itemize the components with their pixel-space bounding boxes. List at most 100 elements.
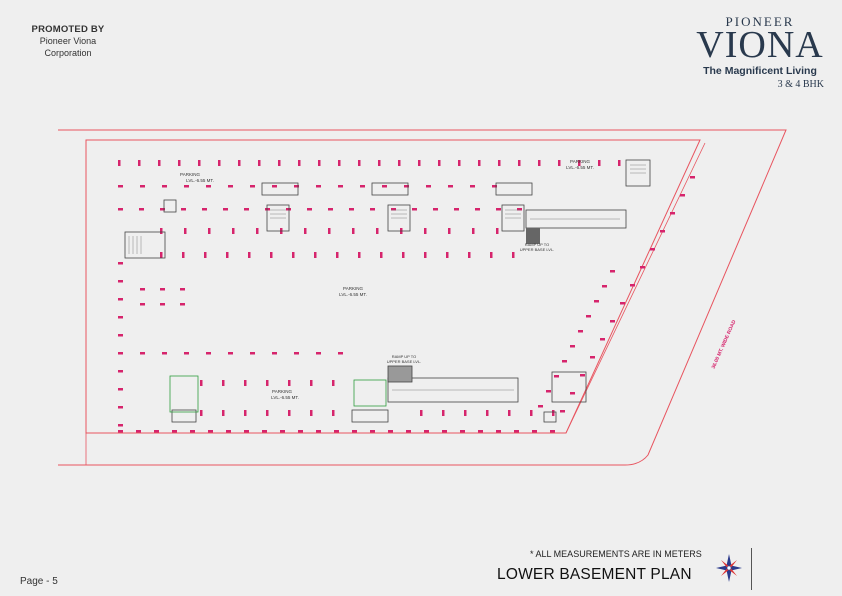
- parking-stall-mark: [598, 160, 601, 166]
- parking-stall-mark: [602, 285, 607, 288]
- parking-stall-mark: [158, 160, 161, 166]
- parking-stall-mark: [560, 410, 565, 413]
- plan-title: LOWER BASEMENT PLAN: [497, 566, 692, 583]
- parking-stall-mark: [518, 160, 521, 166]
- parking-stall-mark: [139, 208, 144, 211]
- staircase-core-2: [387, 204, 411, 232]
- parking-stall-mark: [204, 252, 207, 258]
- parking-stall-mark: [118, 208, 123, 211]
- parking-stall-mark: [244, 430, 249, 433]
- staircase-west: [124, 231, 166, 259]
- parking-stall-mark: [424, 252, 427, 258]
- parking-stall-mark: [160, 228, 163, 234]
- parking-stall-mark: [294, 185, 299, 188]
- plan-labels: PARKING LVL.-6.55 MT. PARKING LVL.-6.55 …: [180, 159, 594, 400]
- parking-stall-mark: [382, 185, 387, 188]
- parking-stall-mark: [256, 228, 259, 234]
- parking-stall-mark: [370, 208, 375, 211]
- parking-stall-mark: [226, 252, 229, 258]
- stair-hatching: [128, 164, 646, 391]
- parking-stall-mark: [118, 280, 123, 283]
- staircase-northeast: [625, 159, 651, 187]
- ramp-label-south-line2: UPPER BASE LVL.: [387, 359, 422, 364]
- parking-stall-mark: [336, 252, 339, 258]
- parking-stall-mark: [532, 430, 537, 433]
- parking-stall-mark: [228, 352, 233, 355]
- ramp-label-north-line2: UPPER BASE LVL.: [520, 247, 555, 252]
- parking-stall-mark: [590, 356, 595, 359]
- parking-stall-mark: [181, 208, 186, 211]
- parking-stall-mark: [198, 160, 201, 166]
- parking-marks: [118, 160, 695, 433]
- parking-stall-mark: [650, 248, 655, 251]
- green-core-south-2: [353, 379, 387, 407]
- parking-stall-mark: [460, 430, 465, 433]
- brand-name: VIONA: [696, 24, 824, 66]
- parking-stall-mark: [546, 390, 551, 393]
- parking-stall-mark: [458, 160, 461, 166]
- parking-stall-mark: [338, 160, 341, 166]
- parking-stall-mark: [160, 208, 165, 211]
- parking-stall-mark: [318, 160, 321, 166]
- parking-stall-mark: [206, 352, 211, 355]
- parking-stall-mark: [208, 228, 211, 234]
- parking-stall-mark: [310, 380, 313, 386]
- parking-stall-mark: [352, 228, 355, 234]
- parking-stall-mark: [404, 185, 409, 188]
- parking-stall-mark: [424, 430, 429, 433]
- lift-core-south-2: [351, 409, 389, 423]
- parking-stall-mark: [680, 194, 685, 197]
- parking-stall-mark: [412, 208, 417, 211]
- road-edge-line: [565, 142, 706, 434]
- green-cores: [169, 375, 387, 413]
- core-structures: [124, 159, 651, 423]
- ramp-label-north-line1: RAMP UP TO: [525, 242, 550, 247]
- parking-stall-mark: [298, 160, 301, 166]
- parking-stall-mark: [578, 330, 583, 333]
- parking-stall-mark: [610, 320, 615, 323]
- brand-top-text: PIONEER: [725, 14, 795, 29]
- parking-stall-mark: [223, 208, 228, 211]
- parking-stall-mark: [278, 160, 281, 166]
- zone-label-4-line1: PARKING: [272, 389, 292, 394]
- parking-stall-mark: [517, 208, 522, 211]
- parking-stall-mark: [266, 410, 269, 416]
- parking-stall-mark: [292, 252, 295, 258]
- lift-core-2: [371, 182, 409, 196]
- parking-stall-mark: [118, 334, 123, 337]
- parking-stall-mark: [118, 370, 123, 373]
- parking-stall-mark: [580, 374, 585, 377]
- promoter-name-line2: Corporation: [44, 48, 92, 58]
- parking-stall-mark: [398, 160, 401, 166]
- parking-stall-mark: [358, 252, 361, 258]
- parking-stall-mark: [554, 375, 559, 378]
- parking-stall-mark: [316, 352, 321, 355]
- parking-stall-mark: [180, 288, 185, 291]
- parking-stall-mark: [118, 316, 123, 319]
- parking-stall-mark: [498, 160, 501, 166]
- ramp-south: [387, 377, 519, 403]
- parking-stall-mark: [472, 228, 475, 234]
- ramp-label-south-line1: RAMP UP TO: [392, 354, 417, 359]
- parking-stall-mark: [570, 392, 575, 395]
- parking-stall-mark: [470, 185, 475, 188]
- parking-stall-mark: [180, 303, 185, 306]
- footer-divider: [751, 548, 752, 590]
- parking-stall-mark: [118, 298, 123, 301]
- parking-stall-mark: [670, 212, 675, 215]
- parking-stall-mark: [490, 252, 493, 258]
- ramp-south-top: [387, 365, 413, 383]
- parking-stall-mark: [238, 160, 241, 166]
- parking-stall-mark: [391, 208, 396, 211]
- parking-stall-mark: [578, 160, 581, 166]
- parking-stall-mark: [250, 185, 255, 188]
- parking-stall-mark: [314, 252, 317, 258]
- parking-stall-mark: [232, 228, 235, 234]
- brand-logo: PIONEER VIONA The Magnificent Living 3 &…: [690, 14, 830, 90]
- parking-stall-mark: [478, 160, 481, 166]
- zone-label-2-line2: LVL.-6.55 MT.: [566, 165, 594, 170]
- parking-stall-mark: [160, 288, 165, 291]
- parking-stall-mark: [378, 160, 381, 166]
- parking-stall-mark: [586, 315, 591, 318]
- parking-stall-mark: [316, 430, 321, 433]
